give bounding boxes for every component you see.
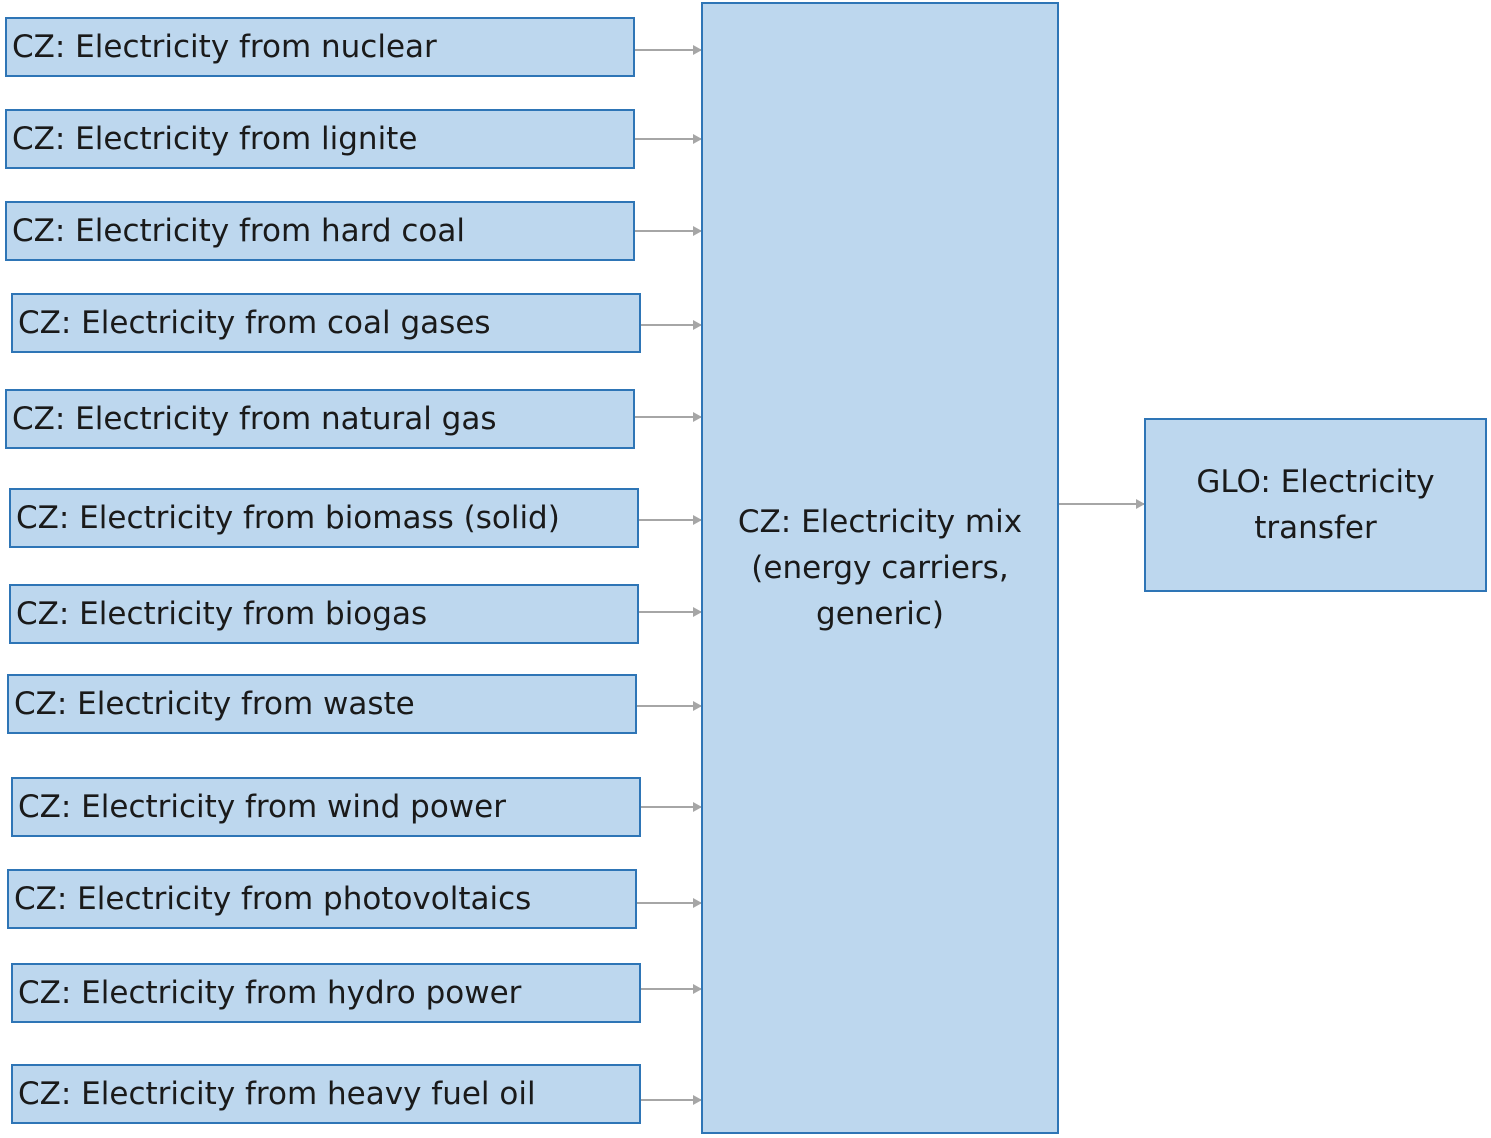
electricity-mix-box: CZ: Electricity mix (energy carriers, ge… (701, 2, 1059, 1134)
arrow-biomass-to-mix (639, 515, 702, 525)
arrow-photovoltaics-to-mix (637, 898, 702, 908)
source-box-wind-power: CZ: Electricity from wind power (11, 777, 641, 837)
arrow-heavy-fuel-oil-to-mix (641, 1095, 702, 1105)
source-box-hard-coal: CZ: Electricity from hard coal (5, 201, 635, 261)
arrow-wind-to-mix (641, 802, 702, 812)
arrow-mix-to-output (1059, 499, 1145, 509)
source-label-waste: CZ: Electricity from waste (14, 685, 415, 722)
source-label-hard-coal: CZ: Electricity from hard coal (12, 212, 466, 249)
source-label-nuclear: CZ: Electricity from nuclear (12, 28, 437, 65)
arrow-hydro-to-mix (641, 984, 702, 994)
source-box-heavy-fuel-oil: CZ: Electricity from heavy fuel oil (11, 1064, 641, 1124)
source-label-hydro-power: CZ: Electricity from hydro power (18, 974, 522, 1011)
arrow-coal-gases-to-mix (641, 320, 702, 330)
source-label-lignite: CZ: Electricity from lignite (12, 120, 418, 157)
source-label-coal-gases: CZ: Electricity from coal gases (18, 304, 491, 341)
source-box-waste: CZ: Electricity from waste (7, 674, 637, 734)
source-label-natural-gas: CZ: Electricity from natural gas (12, 400, 497, 437)
source-box-hydro-power: CZ: Electricity from hydro power (11, 963, 641, 1023)
source-box-biogas: CZ: Electricity from biogas (9, 584, 639, 644)
source-label-wind-power: CZ: Electricity from wind power (18, 788, 506, 825)
electricity-transfer-box: GLO: Electricity transfer (1144, 418, 1487, 592)
arrow-biogas-to-mix (639, 607, 702, 617)
arrow-natural-gas-to-mix (635, 412, 702, 422)
source-box-biomass-solid: CZ: Electricity from biomass (solid) (9, 488, 639, 548)
source-box-coal-gases: CZ: Electricity from coal gases (11, 293, 641, 353)
source-label-biomass-solid: CZ: Electricity from biomass (solid) (16, 499, 560, 536)
source-label-photovoltaics: CZ: Electricity from photovoltaics (14, 880, 532, 917)
source-label-heavy-fuel-oil: CZ: Electricity from heavy fuel oil (18, 1075, 536, 1112)
electricity-transfer-label: GLO: Electricity transfer (1196, 464, 1435, 546)
arrow-waste-to-mix (637, 701, 702, 711)
arrow-nuclear-to-mix (635, 45, 702, 55)
arrow-lignite-to-mix (635, 134, 702, 144)
arrow-hard-coal-to-mix (635, 226, 702, 236)
electricity-mix-label: CZ: Electricity mix (energy carriers, ge… (737, 504, 1023, 632)
source-label-biogas: CZ: Electricity from biogas (16, 595, 428, 632)
source-box-nuclear: CZ: Electricity from nuclear (5, 17, 635, 77)
source-box-photovoltaics: CZ: Electricity from photovoltaics (7, 869, 637, 929)
source-box-lignite: CZ: Electricity from lignite (5, 109, 635, 169)
source-box-natural-gas: CZ: Electricity from natural gas (5, 389, 635, 449)
